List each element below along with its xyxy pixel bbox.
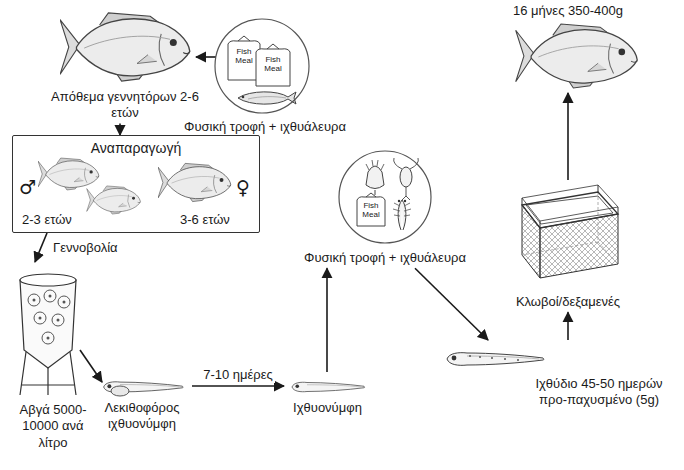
yolk-sac	[111, 386, 129, 396]
flow-arrow	[567, 93, 569, 180]
feed-items	[228, 36, 296, 104]
male-symbol: ♂	[19, 176, 36, 199]
circle-outline	[290, 150, 480, 245]
fry	[447, 353, 544, 366]
fry-stage: Ιχθύδιο 45-50 ημερών προ-παχυσμένο (5g)	[438, 340, 678, 411]
flow-arrow	[192, 385, 284, 387]
feed-caption: Φυσική τροφή + ιχθυάλευρα	[290, 250, 480, 266]
fry-pigment	[469, 355, 519, 361]
male-fish	[38, 158, 99, 190]
egg-tank	[20, 274, 76, 395]
larva-stage: Ιχθυονύμφη	[280, 372, 375, 418]
flow-arrow	[567, 312, 569, 340]
box-title: Αναπαραγωγή	[13, 140, 259, 158]
broodstock-fish	[60, 13, 190, 81]
flow-arrow	[35, 233, 47, 262]
market-fish	[516, 24, 638, 88]
stage-caption: 16 μήνες 350-400g	[500, 3, 636, 19]
stage-caption: Λεκιθοφόρος ιχθυονύμφη	[92, 400, 192, 433]
flow-arrow	[415, 268, 488, 340]
bag-label: Fish Meal	[228, 48, 260, 66]
flow-arrow	[196, 56, 216, 58]
feed-circle: Fish MealFish MealΦυσική τροφή + ιχθυάλε…	[170, 18, 360, 137]
flow-arrow	[326, 268, 328, 372]
circle-outline	[215, 19, 309, 113]
feed-caption: Φυσική τροφή + ιχθυάλευρα	[170, 119, 360, 135]
live-feed-circle: Fish MealΦυσική τροφή + ιχθυάλευρα	[290, 150, 480, 268]
live-feed-items	[357, 158, 418, 230]
yolk-larva-stage: Λεκιθοφόρος ιχθυονύμφη	[92, 372, 192, 435]
stage-caption: Ιχθυονύμφη	[280, 400, 375, 416]
market-stage: 16 μήνες 350-400g	[500, 3, 636, 93]
egg-stage: Αβγά 5000-10000 ανά λίτρο	[8, 262, 98, 453]
stage-caption: Ιχθύδιο 45-50 ημερών προ-παχυσμένο (5g)	[526, 376, 672, 409]
age-label: 2-3 ετών	[22, 212, 72, 228]
stage-caption: Απόθεμα γεννητόρων 2-6 ετών	[50, 89, 200, 122]
bag-label: Fish Meal	[357, 202, 385, 220]
female-symbol: ♀	[236, 176, 250, 199]
cage-stage: Κλωβοί/δεξαμενές	[503, 180, 633, 312]
circle-outline	[339, 151, 431, 243]
age-label: 3-6 ετών	[180, 212, 230, 228]
stage-caption: Κλωβοί/δεξαμενές	[503, 294, 633, 310]
bag-label: Fish Meal	[256, 56, 290, 74]
edge-label: Γεννοβολία	[51, 240, 120, 256]
stage-caption: Αβγά 5000-10000 ανά λίτρο	[8, 402, 98, 451]
female-fish	[158, 163, 231, 201]
flow-arrow	[119, 124, 121, 136]
broodstock-stage: Απόθεμα γεννητόρων 2-6 ετών	[50, 5, 200, 124]
edge-label: 7-10 ημέρες	[201, 367, 275, 383]
larva	[292, 382, 365, 392]
male-fish	[87, 186, 141, 214]
sea-cage	[522, 185, 618, 278]
flow-arrow	[80, 350, 102, 382]
